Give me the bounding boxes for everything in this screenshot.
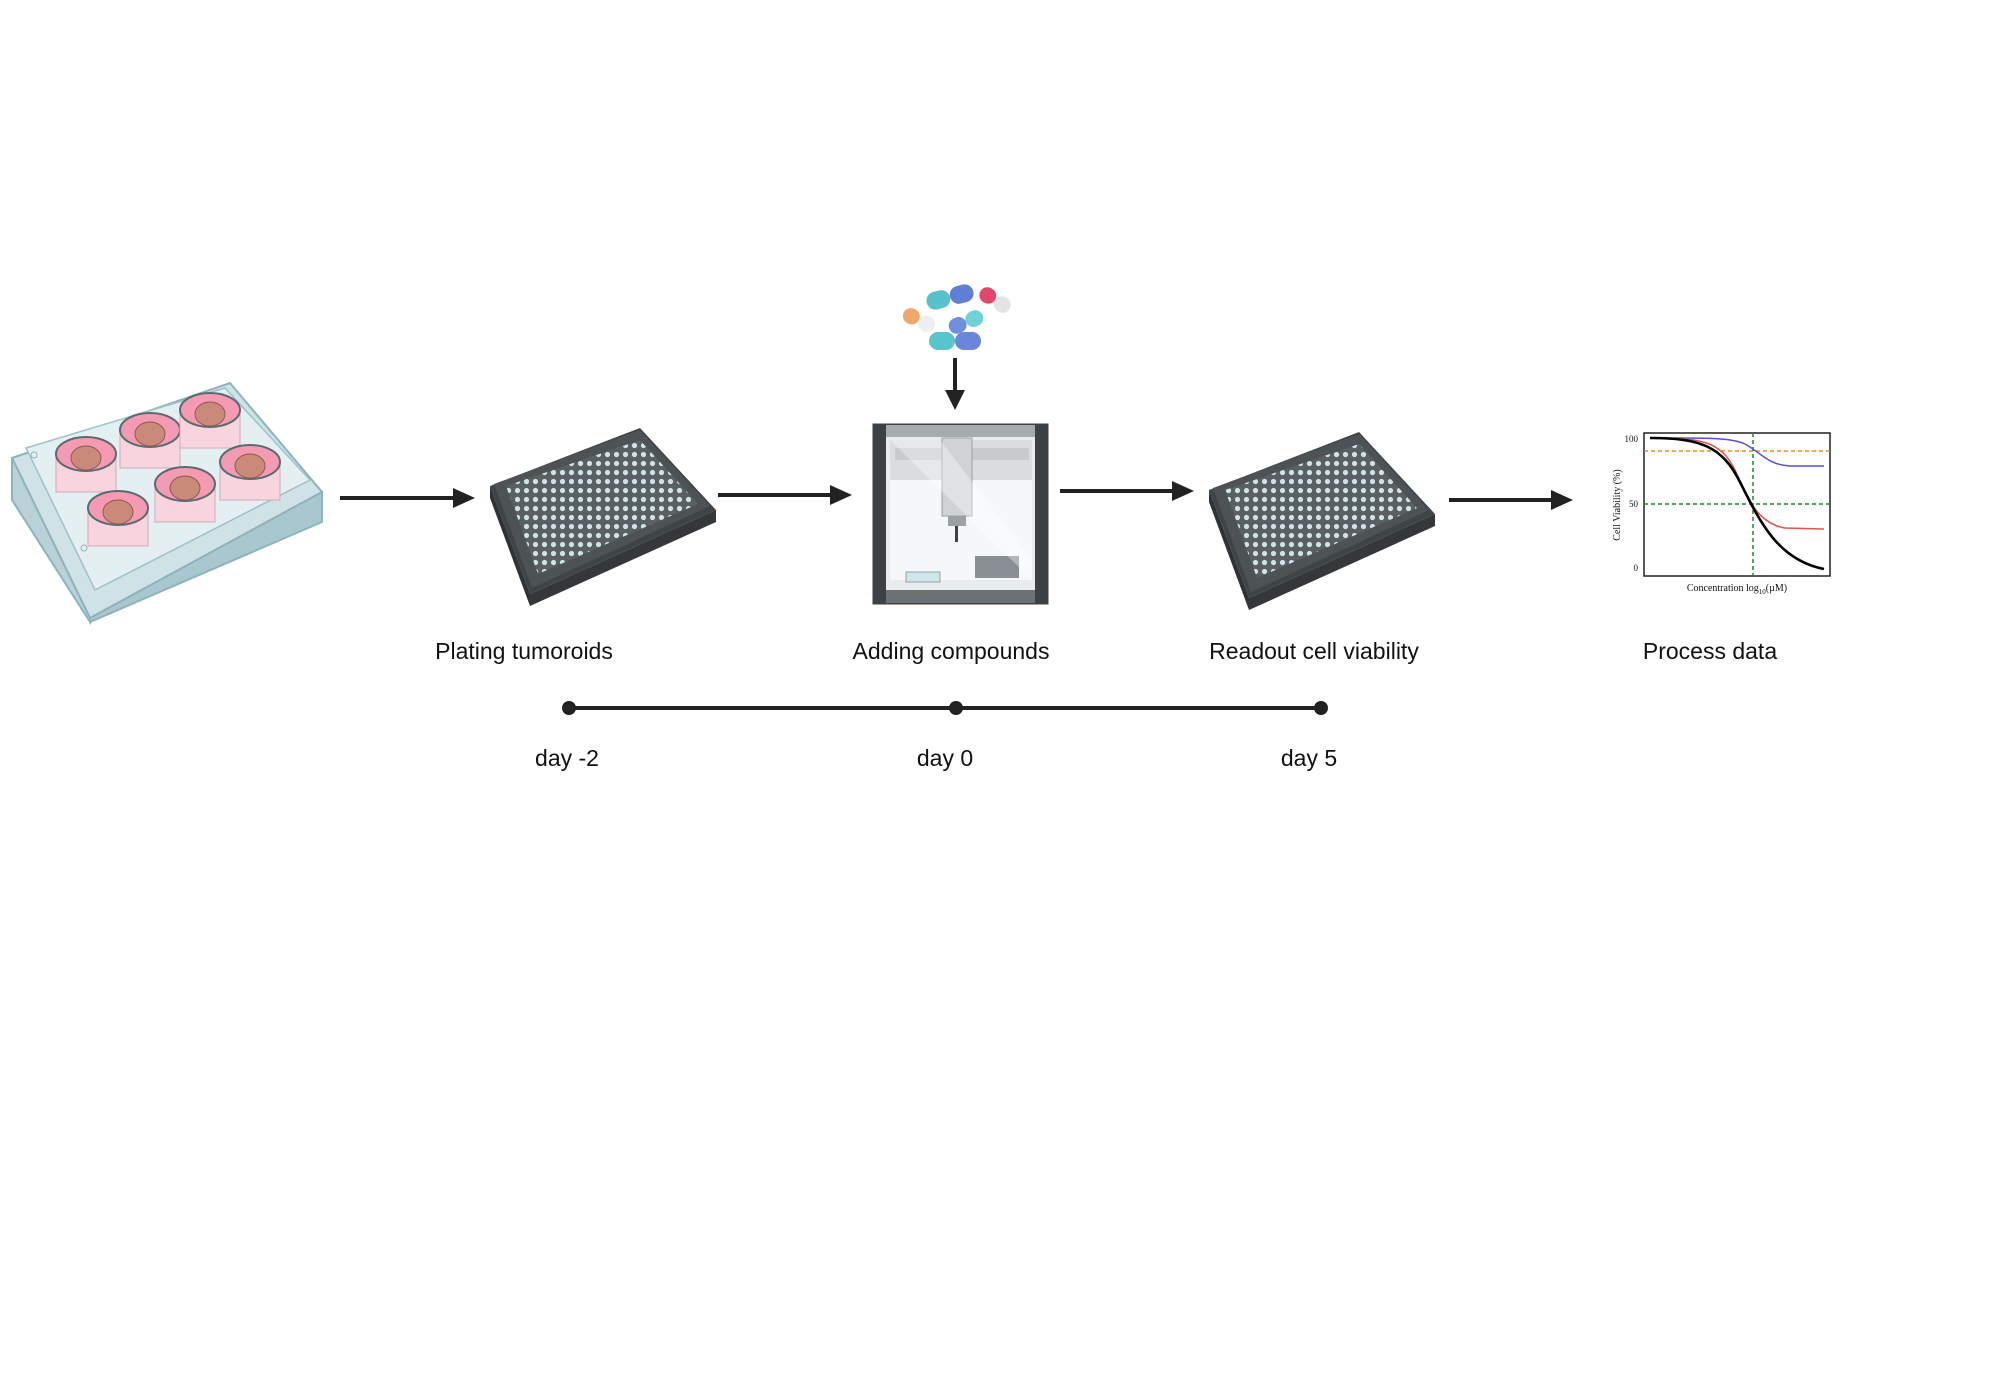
timeline-dot-day-5 — [1314, 701, 1328, 715]
arrow-1 — [340, 488, 475, 508]
ytick-100: 100 — [1625, 434, 1639, 444]
arrow-2 — [718, 485, 852, 505]
dose-response-chart-icon: 100 50 0 Cell Viability (%) Concentratio… — [1612, 432, 1831, 596]
ytick-0: 0 — [1634, 563, 1639, 573]
timeline-label-day-0: day 0 — [917, 745, 973, 771]
curve-blue — [1649, 437, 1824, 467]
step-label-adding: Adding compounds — [853, 638, 1050, 664]
step-label-readout: Readout cell viability — [1209, 638, 1419, 664]
timeline-dot-day-minus-2 — [562, 701, 576, 715]
timeline-label-day-minus-2: day -2 — [535, 745, 599, 771]
384-well-plate-icon — [1209, 432, 1435, 610]
chart-ylabel: Cell Viability (%) — [1612, 469, 1623, 540]
step-label-process: Process data — [1643, 638, 1777, 664]
arrow-3 — [1060, 481, 1194, 501]
arrow-down — [945, 358, 965, 410]
timeline: day -2 day 0 day 5 — [535, 701, 1337, 771]
384-well-plate-icon — [490, 428, 716, 606]
curve-red — [1649, 437, 1825, 530]
timeline-dot-day-0 — [949, 701, 963, 715]
step-label-plating: Plating tumoroids — [435, 638, 613, 664]
liquid-handler-robot-icon — [872, 423, 1049, 605]
arrow-4 — [1449, 490, 1573, 510]
chart-xlabel: Concentration log10(µM) — [1687, 583, 1787, 596]
capsules-icon — [902, 284, 1011, 350]
ytick-50: 50 — [1629, 499, 1639, 509]
curve-black — [1649, 436, 1825, 571]
timeline-label-day-5: day 5 — [1281, 745, 1337, 771]
six-well-plate-icon — [10, 381, 324, 626]
